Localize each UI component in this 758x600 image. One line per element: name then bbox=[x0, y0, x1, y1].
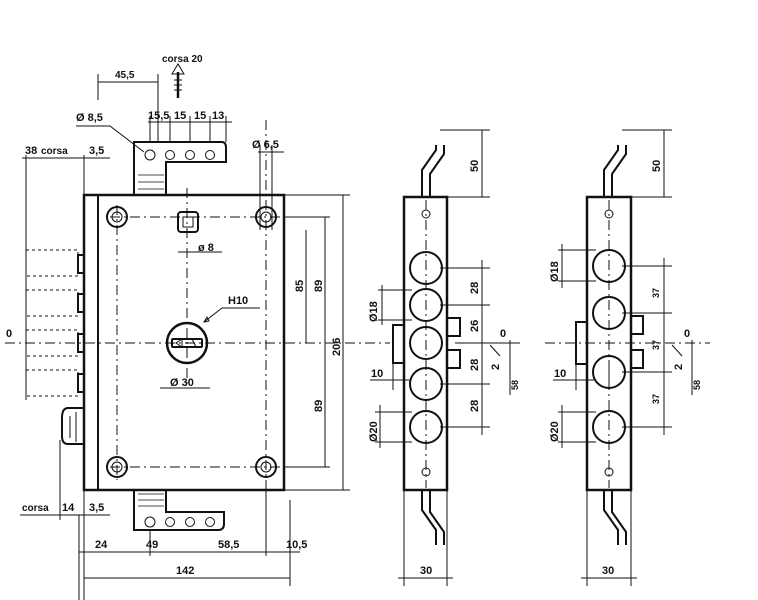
top-bolt-tab bbox=[133, 141, 227, 195]
latch-bolt bbox=[61, 407, 84, 445]
phi-8-5-label: Ø 8,5 bbox=[76, 112, 103, 124]
body-dimensions: ø 8 H10 Ø 30 85 89 206 89 bbox=[160, 194, 350, 491]
rail-2-zero: 0 bbox=[684, 328, 690, 340]
rail-2-phi-18: Ø18 bbox=[549, 261, 561, 282]
dim-49: 49 bbox=[146, 539, 158, 551]
dim-14: 14 bbox=[62, 502, 75, 514]
rail-1-dim-2: 2 bbox=[490, 364, 502, 370]
bottom-bolt-tab bbox=[133, 490, 225, 531]
phi-8-label: ø 8 bbox=[198, 242, 214, 254]
rail-view-2: 30 50 37 37 37 0 2 58 Ø18 10 Ø20 bbox=[545, 129, 710, 586]
rail-2-dim-37-b: 37 bbox=[651, 340, 661, 350]
rail-1-dim-10: 10 bbox=[371, 368, 383, 380]
dim-15-5: 15,5 bbox=[148, 110, 169, 122]
dim-3-5-top: 3,5 bbox=[89, 145, 104, 157]
zero-left: 0 bbox=[6, 328, 12, 340]
dim-24: 24 bbox=[95, 539, 108, 551]
rail-2-dim-58: 58 bbox=[692, 380, 702, 390]
dim-206: 206 bbox=[331, 338, 343, 356]
rail-view-1: 30 50 28 26 28 28 0 2 58 Ø18 10 bbox=[368, 129, 520, 586]
rail-1-dim-50: 50 bbox=[469, 160, 481, 172]
side-bolts bbox=[25, 249, 85, 397]
dim-58-5: 58,5 bbox=[218, 539, 239, 551]
dim-142: 142 bbox=[176, 565, 194, 577]
corsa-bottom-label: corsa bbox=[22, 503, 49, 514]
rail-2-dim-30: 30 bbox=[602, 565, 614, 577]
rail-1-phi-18: Ø18 bbox=[368, 301, 380, 322]
dim-89-bottom: 89 bbox=[313, 400, 325, 412]
top-dimensions: corsa 20 45,5 Ø 8,5 15,5 15 15 13 Ø 6,5 bbox=[76, 54, 284, 230]
h10-label: H10 bbox=[228, 295, 248, 307]
rail-2-dim-37-c: 37 bbox=[651, 394, 661, 404]
dim-15-a: 15 bbox=[174, 110, 186, 122]
rail-1-dim-28-b: 28 bbox=[469, 359, 481, 371]
bottom-dimensions: 24 49 58,5 10,5 142 bbox=[79, 480, 307, 586]
lock-body-view bbox=[5, 120, 390, 600]
corsa-20-label: corsa 20 bbox=[162, 54, 203, 65]
square-spindle-hole bbox=[177, 211, 199, 233]
dim-85: 85 bbox=[294, 280, 306, 292]
rail-1-dim-28-a: 28 bbox=[469, 282, 481, 294]
dim-15-b: 15 bbox=[194, 110, 206, 122]
dim-45-5: 45,5 bbox=[115, 70, 135, 81]
left-dimensions: 38 corsa 3,5 0 corsa 14 3,5 bbox=[6, 145, 110, 516]
phi-6-5-label: Ø 6,5 bbox=[252, 139, 279, 151]
rail-2-dim-10: 10 bbox=[554, 368, 566, 380]
corsa-top-label: corsa bbox=[41, 146, 68, 157]
dim-13: 13 bbox=[212, 110, 224, 122]
phi-30-label: Ø 30 bbox=[170, 377, 194, 389]
dim-38: 38 bbox=[25, 145, 37, 157]
rail-2-dim-2: 2 bbox=[673, 364, 685, 370]
rail-2-dim-37-a: 37 bbox=[651, 288, 661, 298]
rail-1-dim-30: 30 bbox=[420, 565, 432, 577]
rail-2-dim-50: 50 bbox=[651, 160, 663, 172]
dim-3-5-bottom: 3,5 bbox=[89, 502, 104, 514]
rail-1-dim-26: 26 bbox=[469, 320, 481, 332]
rail-1-zero: 0 bbox=[500, 328, 506, 340]
rail-1-dim-58: 58 bbox=[510, 380, 520, 390]
rail-1-dim-28-c: 28 bbox=[469, 400, 481, 412]
dim-89-top: 89 bbox=[313, 280, 325, 292]
rail-2-phi-20: Ø20 bbox=[549, 421, 561, 442]
dim-10-5: 10,5 bbox=[286, 539, 307, 551]
rail-1-phi-20: Ø20 bbox=[368, 421, 380, 442]
